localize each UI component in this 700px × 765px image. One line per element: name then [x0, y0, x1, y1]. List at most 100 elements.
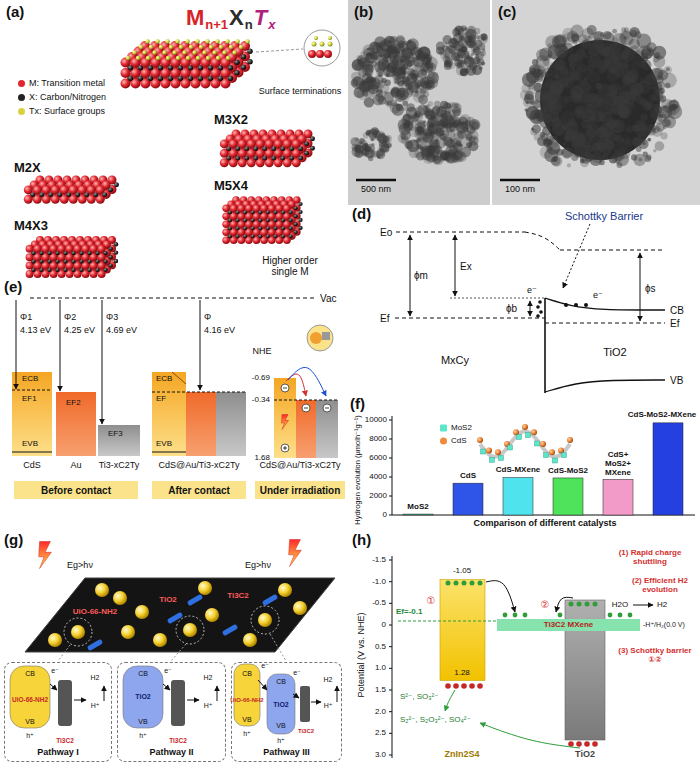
magnifier-inset	[256, 49, 303, 52]
tem-micrograph	[613, 134, 620, 141]
tem-micrograph	[450, 129, 453, 132]
tem-micrograph	[633, 154, 645, 166]
mxene-slab	[276, 205, 284, 213]
tem-micrograph	[421, 55, 431, 65]
mxene-slab	[189, 45, 194, 50]
mxene-slab	[212, 50, 217, 55]
tem-micrograph	[459, 35, 465, 41]
mxene-slab	[220, 130, 315, 168]
mxene-slab	[165, 39, 170, 44]
tem-micrograph	[358, 68, 367, 77]
tem-micrograph	[389, 59, 399, 69]
magnifier-inset	[324, 50, 332, 58]
mxene-slab	[222, 196, 302, 244]
magnifier-inset	[312, 42, 317, 47]
mxene-slab	[182, 50, 187, 55]
tem-micrograph	[540, 40, 660, 160]
tem-micrograph	[551, 156, 562, 167]
tem-micrograph	[634, 119, 648, 133]
tem-micrograph	[645, 103, 652, 110]
tem-micrograph	[547, 43, 552, 48]
tem-micrograph	[409, 125, 415, 131]
tem-micrograph	[351, 137, 360, 146]
tem-micrograph	[492, 0, 700, 205]
tem-micrograph	[404, 122, 410, 128]
tem-micrograph	[401, 71, 405, 75]
mxene-slab	[156, 56, 161, 61]
tem-micrograph	[396, 104, 403, 111]
tem-micrograph	[356, 80, 365, 89]
mxene-slab	[146, 56, 151, 61]
tem-micrograph	[625, 126, 632, 133]
mxene-slab	[87, 185, 96, 194]
magnifier-inset	[308, 50, 316, 58]
mxene-slab	[149, 45, 154, 50]
mxene-slab	[176, 56, 181, 61]
tem-micrograph	[621, 27, 626, 32]
mxene-slab	[26, 245, 34, 253]
mxene-slab	[58, 245, 66, 253]
tem-micrograph	[358, 151, 361, 154]
tem-micrograph	[352, 146, 358, 152]
tem-micrograph	[452, 28, 460, 36]
tem-micrograph	[379, 133, 385, 139]
tem-micrograph	[456, 55, 463, 62]
tem-micrograph	[439, 51, 443, 55]
mxene-slab	[247, 139, 256, 148]
tem-micrograph	[348, 0, 700, 205]
tem-micrograph	[648, 138, 651, 141]
tem-micrograph	[455, 141, 461, 147]
mxene-slab	[152, 50, 157, 55]
mxene-slab	[159, 45, 164, 50]
mxene-slab	[274, 139, 283, 148]
mxene-slab	[26, 236, 119, 278]
tem-micrograph	[418, 95, 428, 105]
tem-micrograph	[384, 101, 388, 105]
tem-micrograph	[429, 135, 432, 138]
mxene-slab	[225, 39, 230, 44]
magnifier-inset	[328, 42, 333, 47]
tem-micrograph	[440, 113, 452, 125]
tem-micrograph	[537, 136, 548, 147]
tem-micrograph	[427, 72, 434, 79]
tem-micrograph	[649, 95, 656, 102]
mxene-slab	[90, 245, 98, 253]
mxene-slab	[82, 245, 90, 253]
tem-micrograph	[603, 32, 614, 43]
mxene-slab	[96, 185, 105, 194]
tem-micrograph	[475, 32, 478, 35]
tem-micrograph	[468, 38, 472, 42]
mxene-slab	[51, 185, 60, 194]
mxene-slab	[50, 245, 58, 253]
tem-micrograph	[435, 137, 446, 148]
mxene-slab	[260, 205, 268, 213]
mxene-slab	[186, 56, 191, 61]
tem-micrograph	[363, 132, 369, 138]
tem-micrograph	[452, 41, 460, 49]
mxene-slab	[222, 205, 230, 213]
tem-micrograph	[444, 58, 453, 67]
tem-micrograph	[432, 106, 441, 115]
tem-micrograph	[601, 47, 607, 53]
mxene-slab	[172, 50, 177, 55]
mxene-slab	[24, 185, 33, 194]
tem-micrograph	[463, 126, 468, 131]
tem-micrograph	[445, 106, 451, 112]
mxene-slab	[42, 245, 50, 253]
mxene-slab	[196, 56, 201, 61]
mxene-slab	[283, 139, 292, 148]
tem-micrograph	[366, 76, 377, 87]
mxene-slab	[206, 56, 211, 61]
mxene-slab	[253, 205, 261, 213]
tem-micrograph	[557, 130, 562, 135]
tem-micrograph	[375, 54, 387, 66]
mxene-slab	[283, 205, 291, 213]
magnifier-inset	[256, 30, 340, 66]
mxene-slab	[145, 39, 150, 44]
mxene-slab	[238, 139, 247, 148]
tem-micrograph	[472, 65, 482, 75]
mxene-slab	[142, 50, 147, 55]
tem-micrograph	[476, 35, 480, 39]
tem-micrograph	[398, 133, 408, 143]
tem-micrograph	[456, 141, 461, 146]
